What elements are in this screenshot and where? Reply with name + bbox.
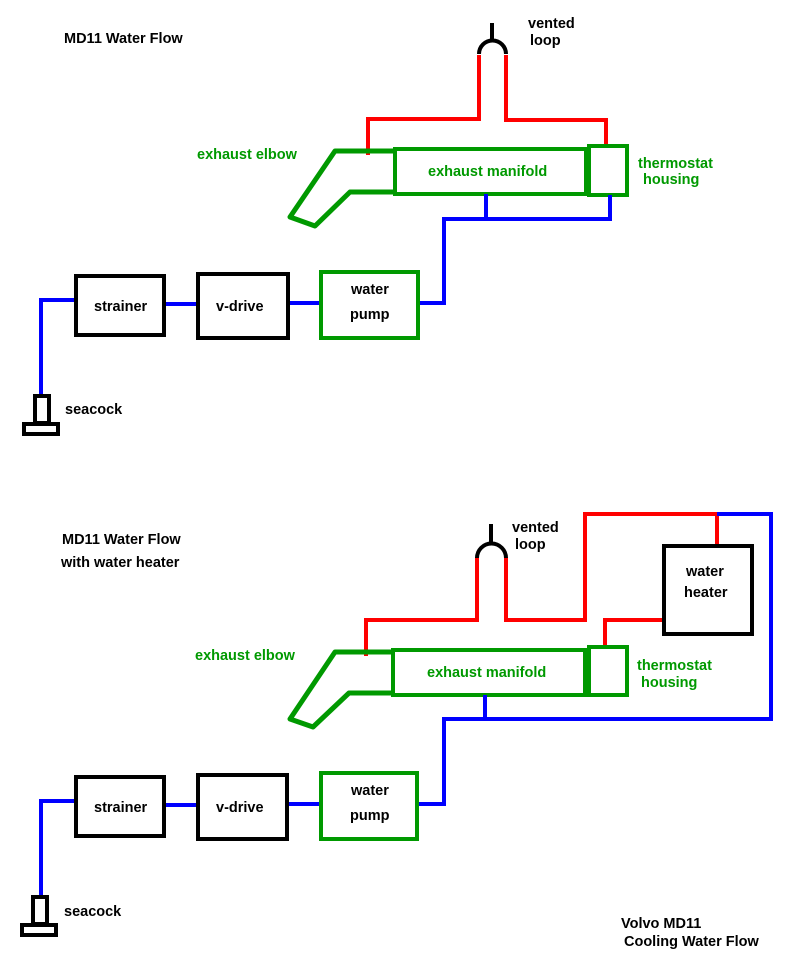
bottom-raw-water-lines [39, 512, 773, 898]
bottom-red-line-elbow-to-loop [364, 557, 479, 656]
bottom-manifold-divider [583, 650, 589, 695]
top-vented-label-1: vented [528, 16, 575, 32]
top-strainer-box [74, 274, 166, 337]
bottom-water-pump-label-1: water [350, 783, 389, 799]
top-raw-water-lines [39, 194, 612, 397]
top-thermostat-label-2: housing [643, 172, 699, 188]
bottom-exhaust-manifold-label: exhaust manifold [427, 665, 546, 681]
footer-caption-line-2: Cooling Water Flow [624, 934, 760, 950]
top-blue-seacock-to-strainer [39, 298, 77, 397]
bottom-water-pump-label-2: pump [350, 808, 390, 824]
bottom-v-drive-box [196, 773, 289, 841]
bottom-diagram: MD11 Water Flow with water heater vented… [20, 512, 773, 937]
bottom-water-pump-box [319, 771, 419, 841]
top-red-line-elbow-to-loop [366, 55, 481, 155]
top-thermostat-housing-box [587, 144, 629, 197]
top-strainer-label: strainer [94, 299, 148, 315]
vented-loop-arc [477, 38, 508, 55]
top-water-pump-label-2: pump [350, 307, 390, 323]
footer-caption-line-1: Volvo MD11 [621, 916, 701, 932]
bottom-v-drive-label: v-drive [216, 800, 264, 816]
bottom-blue-heater-return [418, 512, 773, 806]
top-vented-label-2: loop [530, 33, 561, 49]
top-exhaust-elbow-label: exhaust elbow [197, 147, 298, 163]
bottom-hot-water-lines [364, 512, 719, 656]
bottom-vented-loop-icon [475, 524, 508, 559]
top-blue-thermostat-link [418, 195, 612, 305]
top-exhaust-manifold-label: exhaust manifold [428, 164, 547, 180]
bottom-thermostat-label-1: thermostat [637, 658, 712, 674]
bottom-water-heater-label-2: heater [684, 585, 728, 601]
top-v-drive-label: v-drive [216, 299, 264, 315]
top-hot-water-lines [366, 55, 608, 155]
top-seacock-label: seacock [65, 402, 123, 418]
bottom-water-heater-label-1: water [685, 564, 724, 580]
bottom-red-line-thermostat-to-heater [603, 618, 665, 648]
top-diagram: MD11 Water Flow vented loop exhaust elbo… [22, 16, 713, 436]
top-exhaust-elbow-shape [287, 148, 395, 229]
bottom-water-heater-box [662, 544, 754, 636]
bottom-exhaust-elbow-shape [287, 649, 393, 730]
bottom-vented-label-2: loop [515, 537, 546, 553]
bottom-seacock-label: seacock [64, 904, 122, 920]
vented-loop-arc [475, 541, 508, 559]
top-thermostat-label-1: thermostat [638, 156, 713, 172]
bottom-thermostat-housing-box [587, 645, 629, 697]
bottom-blue-seacock-to-strainer [39, 799, 77, 898]
top-seacock-icon [22, 394, 60, 436]
bottom-title-1: MD11 Water Flow [62, 532, 181, 548]
top-manifold-divider [584, 149, 589, 194]
top-title: MD11 Water Flow [64, 31, 183, 47]
top-red-line-loop-to-thermostat [504, 55, 608, 147]
bottom-thermostat-label-2: housing [641, 675, 697, 691]
bottom-red-line-loop-to-heater-top [504, 512, 719, 622]
bottom-title-2: with water heater [60, 555, 180, 571]
bottom-vented-label-1: vented [512, 520, 559, 536]
top-v-drive-box [196, 272, 290, 340]
top-water-pump-box [319, 270, 420, 340]
bottom-strainer-label: strainer [94, 800, 148, 816]
top-vented-loop-icon [477, 23, 508, 55]
top-water-pump-label-1: water [350, 282, 389, 298]
bottom-exhaust-elbow-label: exhaust elbow [195, 648, 296, 664]
bottom-strainer-box [74, 775, 166, 838]
bottom-seacock-icon [20, 895, 58, 937]
